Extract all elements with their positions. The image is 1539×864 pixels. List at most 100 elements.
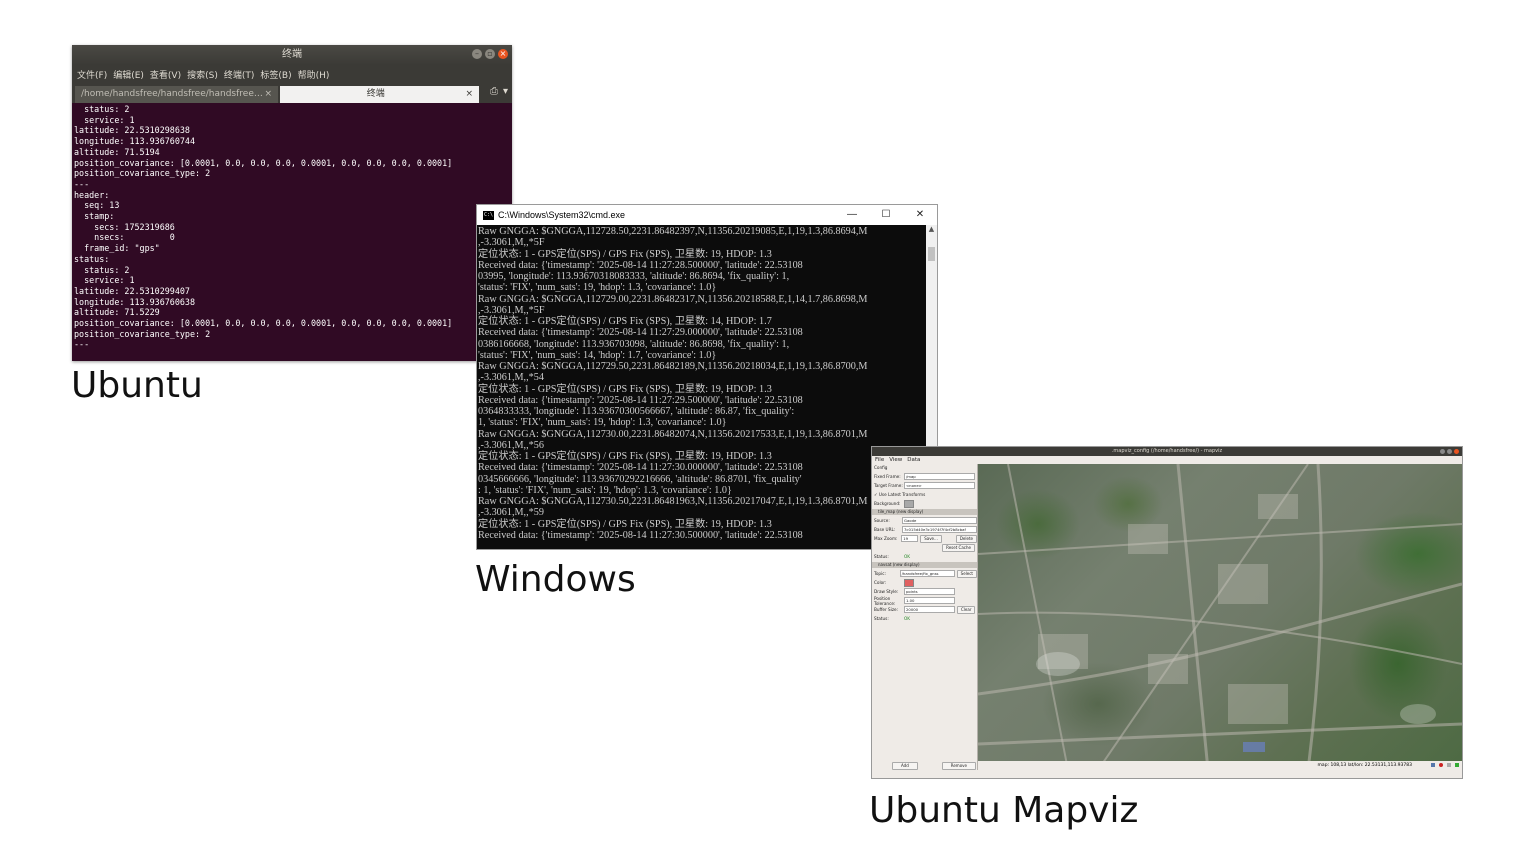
cmd-output-line: Received data: {'timestamp': '2025-08-14… xyxy=(478,462,803,474)
background-color-swatch[interactable] xyxy=(904,499,914,508)
cmd-output-line: Raw GNGGA: $GNGGA,112730.00,2231.8648207… xyxy=(478,428,868,440)
terminal-output-line: position_covariance_type: 2 xyxy=(74,328,211,339)
terminal-output-line: altitude: 71.5194 xyxy=(74,146,160,157)
menu-file[interactable]: 文件(F) xyxy=(77,70,108,81)
maximize-icon[interactable]: ☐ xyxy=(881,209,891,220)
menu-tabs[interactable]: 标签(B) xyxy=(260,70,292,81)
menu-view[interactable]: View xyxy=(889,457,903,463)
navsat-section[interactable]: navsat (new display) xyxy=(872,562,977,568)
scroll-thumb[interactable] xyxy=(928,247,935,261)
ubuntu-titlebar[interactable]: 终端 – ▫ × xyxy=(72,45,512,65)
menu-terminal[interactable]: 终端(T) xyxy=(223,70,255,81)
new-tab-icon[interactable]: ⎙ xyxy=(489,86,498,97)
terminal-output-line: stamp: xyxy=(74,211,115,222)
status-label: Status: xyxy=(874,616,889,621)
terminal-output-line: frame_id: "gps" xyxy=(74,243,160,254)
select-button[interactable]: Select xyxy=(956,569,977,578)
cmd-output-line: 定位状态: 1 - GPS定位(SPS) / GPS Fix (SPS), 卫星… xyxy=(478,383,772,395)
tab-close-icon[interactable]: × xyxy=(264,89,272,99)
minimize-icon[interactable] xyxy=(1440,449,1445,454)
terminal-output-line: position_covariance: [0.0001, 0.0, 0.0, … xyxy=(74,318,453,329)
scrollbar[interactable]: ▲ xyxy=(926,225,937,549)
cmd-output-line: ,-3.3061,M,,*54 xyxy=(478,372,544,384)
cmd-output-line: Raw GNGGA: $GNGGA,112729.50,2231.8648218… xyxy=(478,361,868,372)
background-label: Background: xyxy=(874,501,901,506)
stop-icon[interactable] xyxy=(1447,763,1451,767)
source-select[interactable]: Gaode xyxy=(902,517,977,524)
cmd-output-line: 03995, 'longitude': 113.93670318083333, … xyxy=(478,271,790,282)
tab-menu-chevron-down-icon[interactable]: ▾ xyxy=(502,86,508,97)
tab-label: 终端 xyxy=(366,89,385,99)
satellite-map-canvas[interactable]: map: 108,13 lat/lon: 22.53131,113.93783 xyxy=(978,464,1462,770)
tile-map-section[interactable]: tile_map (new display) xyxy=(872,509,977,515)
scroll-up-icon[interactable]: ▲ xyxy=(928,225,935,233)
close-icon[interactable]: ✕ xyxy=(915,209,925,220)
target-frame-select[interactable]: <none> xyxy=(904,482,975,489)
menu-edit[interactable]: 编辑(E) xyxy=(113,70,144,81)
windows-titlebar[interactable]: C:\ C:\Windows\System32\cmd.exe — ☐ ✕ xyxy=(477,205,937,225)
cmd-output-line: Received data: {'timestamp': '2025-08-14… xyxy=(478,394,803,406)
terminal-output-line: seq: 13 xyxy=(74,200,120,211)
cmd-output-line: 0386166668, 'longitude': 113.936703098, … xyxy=(478,338,790,350)
cmd-output-line: Raw GNGGA: $GNGGA,112728.50,2231.8648239… xyxy=(478,226,868,237)
mapviz-menubar: File View Data xyxy=(872,456,1462,464)
buffer-size-spinbox[interactable]: 20000 xyxy=(904,606,955,613)
maximize-icon[interactable] xyxy=(1447,449,1452,454)
point-color-swatch[interactable] xyxy=(904,578,914,587)
use-latest-transforms-checkbox[interactable]: ✓ Use Latest Transforms xyxy=(874,492,926,497)
resize-icon[interactable] xyxy=(1455,763,1459,767)
tile-status-value: OK xyxy=(904,554,911,559)
target-frame-label: Target Frame: xyxy=(874,483,903,488)
menu-search[interactable]: 搜索(S) xyxy=(187,70,218,81)
minimize-icon[interactable]: — xyxy=(847,209,857,220)
delete-button[interactable]: Delete xyxy=(955,534,977,543)
terminal-output-line: status: xyxy=(74,253,110,264)
max-zoom-spinbox[interactable]: 19 xyxy=(901,535,919,542)
topic-input[interactable]: /handsfree/fix_gnss xyxy=(899,570,955,577)
menu-data[interactable]: Data xyxy=(907,457,921,463)
position-tolerance-spinbox[interactable]: 1.00 xyxy=(904,597,955,604)
cmd-output-line: ,-3.3061,M,,*56 xyxy=(478,439,544,451)
screenshot-icon[interactable] xyxy=(1431,763,1435,767)
cmd-output-line: 0345666666, 'longitude': 113.93670292216… xyxy=(478,473,802,485)
fixed-frame-select[interactable]: /map xyxy=(904,473,975,480)
maximize-icon[interactable]: ▫ xyxy=(485,49,495,59)
cmd-output-line: Received data: {'timestamp': '2025-08-14… xyxy=(478,259,803,271)
windows-cmd-window: C:\ C:\Windows\System32\cmd.exe — ☐ ✕ Ra… xyxy=(476,204,938,550)
terminal-output-line: service: 1 xyxy=(74,114,135,125)
windows-caption: Windows xyxy=(475,559,636,600)
menu-file[interactable]: File xyxy=(875,457,885,463)
add-button[interactable]: Add xyxy=(892,762,918,770)
menu-help[interactable]: 帮助(H) xyxy=(297,70,330,81)
record-icon[interactable] xyxy=(1439,763,1443,767)
color-label: Color: xyxy=(874,580,887,585)
cmd-output-line: ,-3.3061,M,,*59 xyxy=(478,507,544,519)
buffer-size-label: Buffer Size: xyxy=(874,607,899,612)
tab-handsfree-path[interactable]: /home/handsfree/handsfree/handsfree_ki..… xyxy=(75,86,278,103)
mapviz-titlebar[interactable]: .mapviz_config (/home/handsfree/) - mapv… xyxy=(872,447,1462,456)
mapviz-config-panel: Config Fixed Frame: /map Target Frame: <… xyxy=(872,464,978,770)
mapviz-status-bar: map: 108,13 lat/lon: 22.53131,113.93783 xyxy=(978,761,1462,770)
topic-label: Topic: xyxy=(874,571,886,576)
base-url-input[interactable]: 7c015d40e3c1974f7f4cf2b8cbaf xyxy=(902,526,977,533)
cmd-output[interactable]: Raw GNGGA: $GNGGA,112728.50,2231.8648239… xyxy=(477,225,937,549)
terminal-output-line: header: xyxy=(74,189,110,200)
config-label: Config xyxy=(874,464,888,470)
cmd-output-line: ,-3.3061,M,,*5F xyxy=(478,304,545,316)
terminal-output-line: position_covariance_type: 2 xyxy=(74,168,211,179)
close-icon[interactable] xyxy=(1454,449,1459,454)
reset-cache-button[interactable]: Reset Cache xyxy=(942,543,975,552)
minimize-icon[interactable]: – xyxy=(472,49,482,59)
mapviz-window: .mapviz_config (/home/handsfree/) - mapv… xyxy=(871,446,1463,779)
draw-style-select[interactable]: points xyxy=(904,588,955,595)
menu-view[interactable]: 查看(V) xyxy=(149,70,182,81)
tab-terminal[interactable]: 终端 × xyxy=(280,86,479,103)
save-button[interactable]: Save... xyxy=(920,534,942,543)
max-zoom-label: Max Zoom: xyxy=(874,536,898,541)
tab-close-icon[interactable]: × xyxy=(465,89,473,99)
remove-button[interactable]: Remove xyxy=(941,762,976,770)
clear-button[interactable]: Clear xyxy=(957,605,976,614)
close-icon[interactable]: × xyxy=(498,49,508,59)
cmd-output-line: 0364833333, 'longitude': 113.93670300566… xyxy=(478,406,795,417)
